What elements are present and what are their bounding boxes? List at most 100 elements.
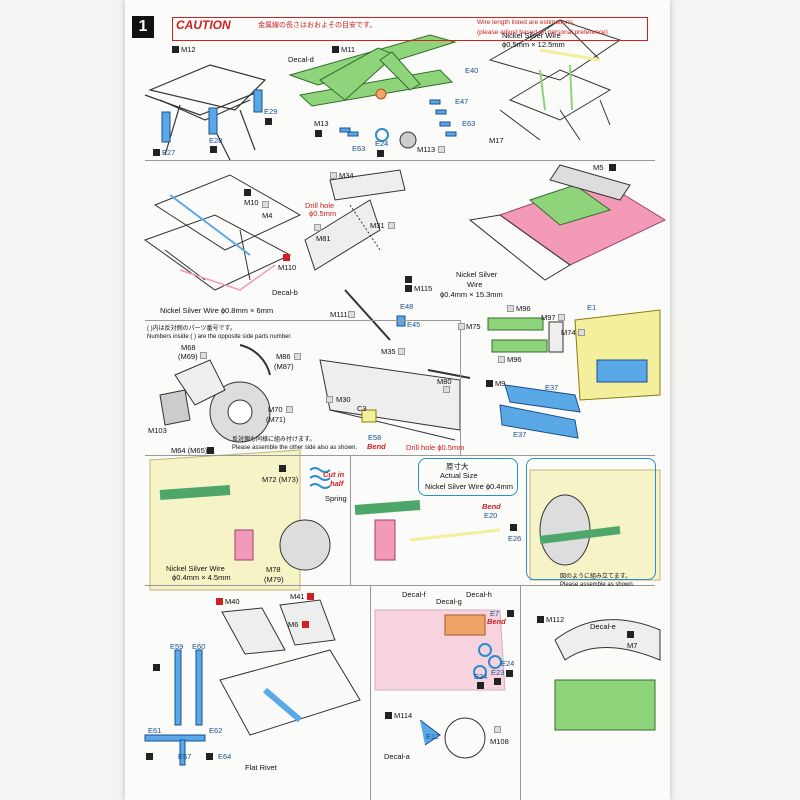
e45-part [396,315,406,327]
label-drill1-title: Drill hole [305,201,335,210]
e12-part [419,719,441,746]
label-m4: M4 [262,211,273,220]
m11-green-frame [288,34,457,107]
rear-deck [219,649,361,736]
label-m103: M103 [148,426,167,435]
divider-3 [145,455,655,456]
label-e23: E23 [491,668,505,677]
e28-etch-part [208,107,218,135]
vdivider-3 [370,585,371,800]
m30-m35-frame [319,359,461,441]
label-assemble-jp: 反対側も同様に組み付けます。 [232,437,316,443]
label-flat-rivet: Flat Rivet [245,763,277,772]
step-number: 1 [132,16,154,38]
label-m112: M112 [546,615,565,624]
label-m17: M17 [489,136,504,145]
label-actual-jp: 原寸大 [446,462,469,471]
label-m10: M10 [244,198,259,207]
label-opposite-en: Numbers inside ( ) are the opposite side… [147,334,292,340]
label-nickel-wire4-size: ϕ0.4mm × 4.5mm [172,573,231,582]
label-m12: M12 [181,45,196,54]
label-m79: (M79) [264,575,284,584]
label-m78: M78 [266,565,281,574]
label-e29: E29 [264,107,278,116]
label-nickel-wire3-mid: Wire [467,280,483,289]
label-m30: M30 [336,395,351,404]
m113-wheel-part [399,131,417,149]
label-decal-d: Decal-d [288,55,314,64]
label-opposite-jp: ( )内は反対側のパーツ番号です。 [147,326,236,332]
m31-side-panel [304,169,406,271]
label-m114: M114 [394,711,413,720]
label-decal-g: Decal-g [436,597,462,606]
label-nickel-wire3-size: ϕ0.4mm × 15.3mm [440,290,503,299]
label-e63b: E63 [352,144,366,153]
label-m9: M9 [495,379,506,388]
label-m115: M115 [414,284,433,293]
wheel-inset [526,458,656,580]
divider-1 [145,160,655,161]
label-m34: M34 [339,171,354,180]
label-assemble2-en: Please assemble as shown. [560,582,635,588]
rear-suspension [149,449,331,591]
m40-m41-grilles [221,599,336,655]
label-m72: M72 (M73) [262,475,299,484]
label-decal-f: Decal-f [402,590,426,599]
label-m13: M13 [314,119,329,128]
label-e57: E57 [178,752,192,761]
label-e61: E61 [148,726,162,735]
label-nickel-wire1-size: ϕ0.5mm × 12.5mm [502,40,565,49]
label-m108: M108 [490,737,509,746]
label-m113: M113 [417,145,436,154]
caution-en-line2: (please adjust based on personal prefere… [477,29,608,36]
label-e26: E26 [508,534,522,543]
label-m96b: M96 [507,355,522,364]
label-cut-in: Cut in [323,470,345,479]
caution-jp-text: 金属線の長さはおおよその目安です。 [258,22,377,29]
label-e59: E59 [170,642,184,651]
label-actual-en: Actual Size [440,471,478,480]
label-decal-a: Decal-a [384,752,410,761]
e58-part [361,409,377,423]
label-assemble2-jp: 図のように組み立てます。 [560,574,632,580]
main-chassis-drawing [143,174,302,291]
e37-panels [499,384,581,439]
label-e7: E7 [490,609,500,618]
label-spring: Spring [325,494,347,503]
label-decal-e: Decal-e [590,622,616,631]
e24-ring [375,128,389,142]
pink-body-tub [468,164,667,281]
nickel-wire-highlight [539,48,601,62]
label-e45: E45 [407,320,421,329]
label-bend1: Bend [367,442,386,451]
label-e40: E40 [465,66,479,75]
label-m64: M64 (M65) [171,446,208,455]
label-cut-half: half [330,479,344,488]
label-e37: E37 [545,383,559,392]
spring-part [309,467,331,489]
label-m6: M6 [288,620,299,629]
label-m110: M110 [278,263,297,272]
e29-etch-part [253,89,263,113]
label-m96: M96 [516,304,531,313]
vdivider-2 [350,455,351,585]
divider-4 [145,585,655,586]
label-m97: M97 [541,313,556,322]
brake-assembly [159,344,271,443]
radiator-hoses [487,317,564,353]
label-nickel-wire1-title: Nickel Silver Wire [502,31,561,40]
label-e24: E24 [375,139,389,148]
e59-e60-pipes [144,649,206,766]
label-m41: M41 [290,592,305,601]
label-m31: M31 [370,221,385,230]
label-m74: M74 [561,328,576,337]
label-m111: M111 [330,310,348,319]
label-m7: M7 [627,641,638,650]
label-m87: (M87) [274,362,294,371]
label-m75: M75 [466,322,481,331]
label-e24b: E24 [501,659,515,668]
label-drill2: Drill hole ϕ0.5mm [406,443,465,452]
label-drill1-size: ϕ0.5mm [309,209,337,218]
label-nickel-wire4-title: Nickel Silver Wire [166,564,225,573]
